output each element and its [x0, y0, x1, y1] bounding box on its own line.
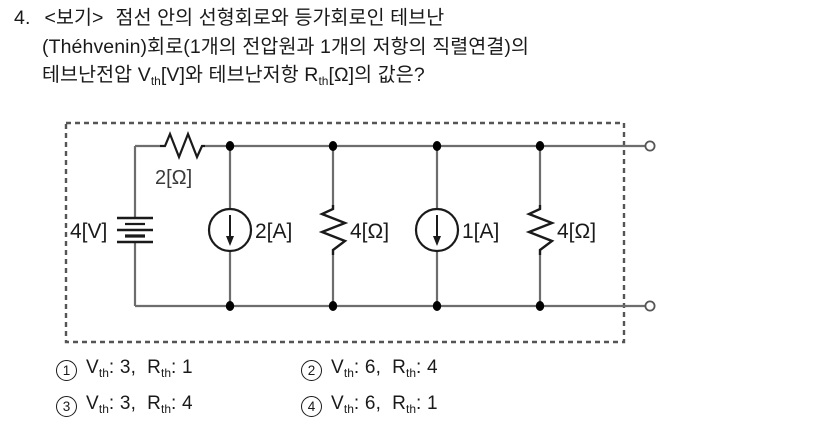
choice-2-marker: 2: [301, 360, 322, 382]
junction-dot: [328, 301, 338, 311]
junction-dot: [328, 141, 338, 151]
question-line-2: (Théhvenin)회로(1개의 전압원과 1개의 저항의 직렬연결)의: [14, 33, 574, 62]
choice-4-text: Vth: 6, Rth: 1: [331, 393, 438, 416]
junction-dot: [225, 301, 235, 311]
question-line-3-c: [Ω]의 값은?: [328, 64, 425, 86]
choice-row-2: 3 Vth: 3, Rth: 4 4 Vth: 6, Rth: 1: [56, 393, 756, 429]
question-number: 4.: [14, 7, 31, 29]
choice-3-marker: 3: [56, 396, 77, 418]
choice-2-text: Vth: 6, Rth: 4: [331, 357, 438, 380]
voltage-source-4v-symbol: [117, 216, 153, 244]
series-resistor-2ohm-symbol: [160, 130, 205, 161]
choice-1-text: Vth: 3, Rth: 1: [86, 357, 193, 380]
current-source-1a-symbol: [414, 207, 460, 253]
junction-dot: [535, 141, 545, 151]
choice-row-1: 1 Vth: 3, Rth: 1 2 Vth: 6, Rth: 4: [56, 357, 756, 393]
answer-choices: 1 Vth: 3, Rth: 1 2 Vth: 6, Rth: 4 3 Vth:…: [56, 357, 756, 429]
choice-4[interactable]: 4 Vth: 6, Rth: 1: [301, 393, 438, 418]
current-source-2a-symbol: [207, 207, 253, 253]
circuit-svg: 2[Ω] 4[V] 2[A] 4[Ω] 1[A] 4[Ω]: [64, 121, 656, 344]
junction-dots: [225, 141, 545, 311]
question-line-3-b: [V]와 테브난저항 R: [160, 64, 319, 86]
question-line-1-prefix: <보기>: [44, 7, 104, 29]
resistor-4ohm-second-symbol: [525, 205, 556, 255]
question-line-3-a: 테브난전압 V: [42, 64, 151, 86]
resistor-4ohm-first-label: 4[Ω]: [350, 220, 389, 243]
choice-2[interactable]: 2 Vth: 6, Rth: 4: [301, 357, 438, 382]
question-line-1-rest: 점선 안의 선형회로와 등가회로인 테브난: [115, 7, 445, 29]
choice-3-text: Vth: 3, Rth: 4: [86, 393, 193, 416]
series-resistor-2ohm-label: 2[Ω]: [155, 167, 192, 189]
resistor-4ohm-second-label: 4[Ω]: [557, 220, 596, 243]
dashed-boundary-box: [64, 121, 626, 344]
choice-1[interactable]: 1 Vth: 3, Rth: 1: [56, 357, 301, 382]
question-line-1: 4. <보기> 점선 안의 선형회로와 등가회로인 테브난: [14, 4, 574, 33]
voltage-source-4v-label: 4[V]: [70, 220, 107, 243]
circuit-diagram: 2[Ω] 4[V] 2[A] 4[Ω] 1[A] 4[Ω]: [0, 112, 700, 344]
question-line-3: 테브난전압 Vth[V]와 테브난저항 Rth[Ω]의 값은?: [14, 61, 574, 92]
vth-subscript: th: [150, 74, 161, 88]
current-source-2a-label: 2[A]: [255, 220, 292, 243]
question-block: 4. <보기> 점선 안의 선형회로와 등가회로인 테브난 (Théhvenin)회…: [14, 4, 574, 92]
junction-dot: [432, 301, 442, 311]
junction-dot: [432, 141, 442, 151]
rth-subscript: th: [318, 74, 329, 88]
choice-1-marker: 1: [56, 360, 77, 382]
question-line-2-text: (Théhvenin)회로(1개의 전압원과 1개의 저항의 직렬연결)의: [42, 35, 530, 58]
choice-4-marker: 4: [301, 396, 322, 418]
current-source-1a-label: 1[A]: [462, 220, 499, 243]
output-terminal-bottom: [644, 300, 656, 312]
output-terminal-top: [644, 140, 656, 152]
junction-dot: [535, 301, 545, 311]
choice-3[interactable]: 3 Vth: 3, Rth: 4: [56, 393, 301, 418]
resistor-4ohm-first-symbol: [318, 205, 349, 255]
junction-dot: [225, 141, 235, 151]
